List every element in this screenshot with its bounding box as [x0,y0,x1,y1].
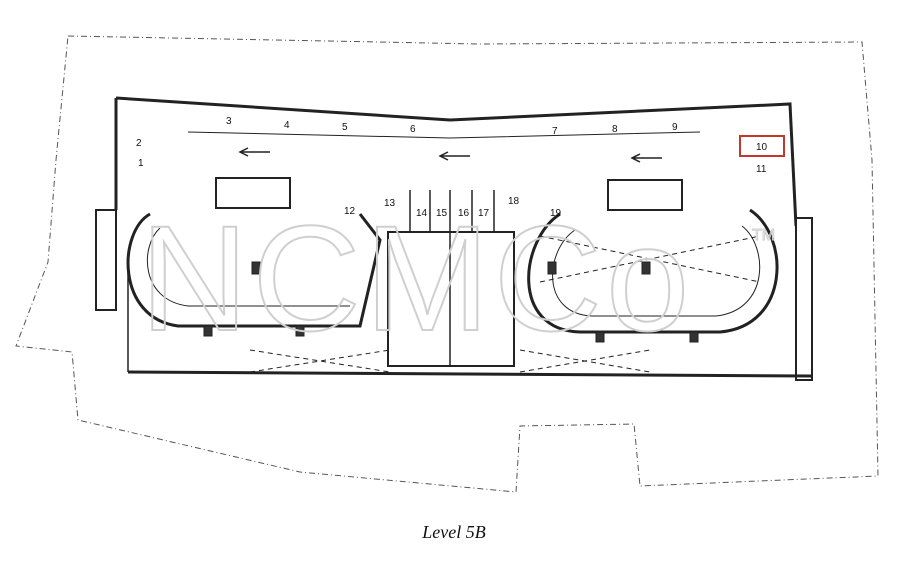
unit-10-highlight [739,135,785,157]
unit-label-16: 16 [458,208,470,219]
unit-label-13: 13 [384,198,396,209]
unit-label-9: 9 [672,122,678,133]
watermark-mark: TM [752,227,775,244]
unit-label-15: 15 [436,208,448,219]
plan-caption: Level 5B [422,522,486,542]
unit-label-10: 10 [756,142,768,153]
unit-label-8: 8 [612,124,618,135]
unit-label-19: 19 [550,208,562,219]
unit-label-7: 7 [552,126,558,137]
unit-label-14: 14 [416,208,428,219]
unit-label-3: 3 [226,116,232,127]
unit-label-2: 2 [136,138,142,149]
unit-label-18: 18 [508,196,520,207]
watermark: NCMCo TM [139,193,776,363]
unit-label-17: 17 [478,208,490,219]
unit-label-4: 4 [284,120,290,131]
watermark-text: NCMCo [140,194,693,362]
unit-label-6: 6 [410,124,416,135]
unit-label-11: 11 [756,164,767,175]
unit-label-1: 1 [138,158,144,169]
unit-label-5: 5 [342,122,348,133]
site-boundary [15,35,879,493]
unit-labels: 1 2 3 4 5 6 7 8 9 10 11 12 13 14 15 16 1… [136,116,768,219]
unit-label-12: 12 [344,206,356,217]
building [95,96,813,381]
